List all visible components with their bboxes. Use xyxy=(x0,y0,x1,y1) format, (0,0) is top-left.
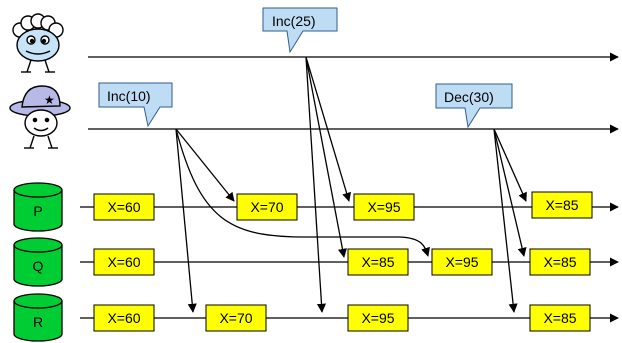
client-1-icon xyxy=(12,13,64,73)
inc10-messages xyxy=(175,128,431,313)
state-value: X=60 xyxy=(107,199,140,215)
state-value: X=85 xyxy=(545,197,578,213)
callout-inc10: Inc(10) xyxy=(98,82,173,128)
dec30-messages xyxy=(493,128,527,313)
callout-inc25: Inc(25) xyxy=(262,7,338,54)
callout-inc25-label: Inc(25) xyxy=(272,13,316,29)
state-box: X=85 xyxy=(531,191,593,219)
replica-p-states: X=60 X=70 X=95 X=85 xyxy=(93,191,593,221)
state-value: X=70 xyxy=(219,310,252,326)
state-box: X=85 xyxy=(529,248,591,276)
state-box: X=85 xyxy=(347,248,409,276)
replica-p-database-icon: P xyxy=(13,182,63,232)
replica-q-states: X=60 X=85 X=95 X=85 xyxy=(93,248,591,276)
state-value: X=70 xyxy=(250,199,283,215)
state-box: X=60 xyxy=(93,248,155,276)
inc25-messages xyxy=(305,56,352,313)
replica-q-database-icon: Q xyxy=(13,237,63,287)
state-box: X=70 xyxy=(236,193,298,221)
state-box: X=60 xyxy=(93,193,155,221)
callout-dec30-label: Dec(30) xyxy=(444,89,494,105)
state-value: X=95 xyxy=(361,310,394,326)
state-value: X=95 xyxy=(445,254,478,270)
callout-inc10-label: Inc(10) xyxy=(107,88,151,104)
callout-dec30: Dec(30) xyxy=(435,83,513,129)
state-box: X=95 xyxy=(431,248,493,276)
state-box: X=95 xyxy=(353,193,415,221)
replica-r-states: X=60 X=70 X=95 X=85 xyxy=(93,304,591,332)
state-value: X=95 xyxy=(367,199,400,215)
replica-q-label: Q xyxy=(33,258,44,274)
replica-p-label: P xyxy=(33,203,42,219)
state-box: X=60 xyxy=(93,304,155,332)
state-box: X=70 xyxy=(205,304,267,332)
replica-r-database-icon: R xyxy=(13,293,63,342)
client-2-icon: ★ xyxy=(9,85,71,149)
state-value: X=60 xyxy=(107,310,140,326)
state-value: X=60 xyxy=(107,254,140,270)
replica-r-label: R xyxy=(33,314,43,330)
svg-text:★: ★ xyxy=(44,93,55,107)
state-value: X=85 xyxy=(361,254,394,270)
state-box: X=85 xyxy=(529,304,591,332)
state-value: X=85 xyxy=(543,254,576,270)
state-value: X=85 xyxy=(543,310,576,326)
state-box: X=95 xyxy=(347,304,409,332)
